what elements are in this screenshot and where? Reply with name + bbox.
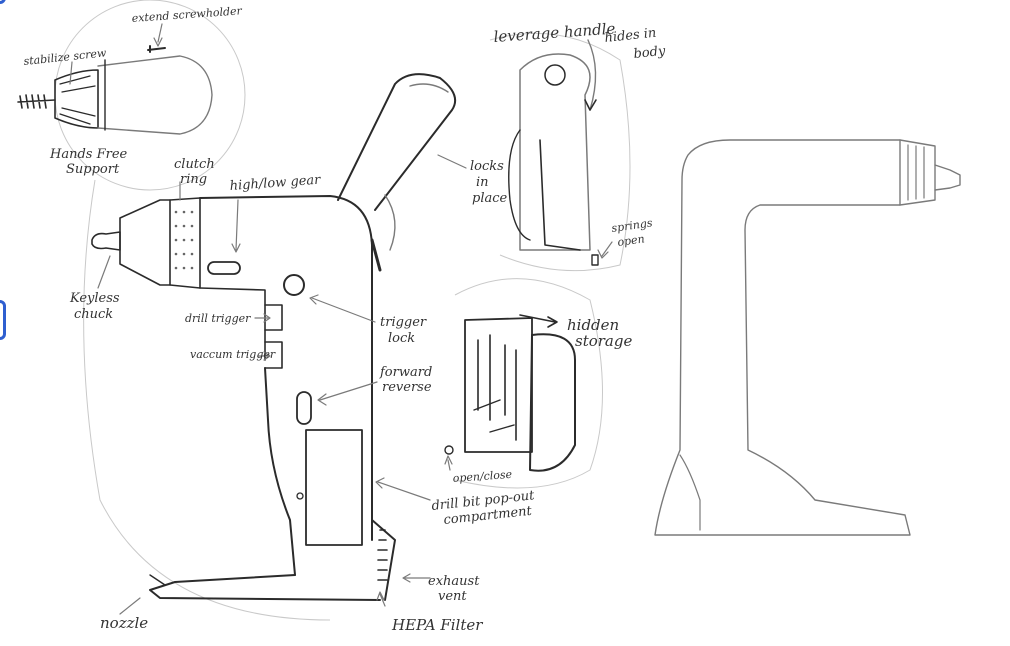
drill-outline-view <box>654 139 961 536</box>
label-open: open <box>617 232 646 249</box>
label-locks: locks <box>470 159 504 174</box>
annotation-labels: stabilize screw extend screwholder Hands… <box>23 4 667 634</box>
label-leverage-handle: leverage handle <box>493 20 616 46</box>
label-in: in <box>476 175 489 190</box>
label-storage: storage <box>575 332 632 350</box>
label-exhaust: exhaust <box>428 574 480 589</box>
label-hidden: hidden <box>567 316 619 334</box>
blue-corner-marker-left <box>0 300 6 340</box>
label-trigger-lock-2: lock <box>388 331 415 346</box>
label-nozzle: nozzle <box>100 614 148 632</box>
label-vent: vent <box>438 589 467 604</box>
label-reverse: reverse <box>382 380 432 395</box>
label-clutch-2: ring <box>180 172 207 187</box>
hidden-storage-detail <box>444 314 576 472</box>
label-vacuum-trigger: vaccum trigger <box>190 348 276 361</box>
label-drill-trigger: drill trigger <box>185 312 251 325</box>
label-extend-screwholder: extend screwholder <box>131 4 243 25</box>
clutch-ring-texture <box>174 210 194 270</box>
handle-detail <box>508 39 599 266</box>
label-hands-free-2: Support <box>66 162 120 177</box>
hands-free-support-detail <box>17 45 213 135</box>
label-place: place <box>472 191 508 206</box>
label-stabilize-screw: stabilize screw <box>23 46 107 68</box>
label-trigger-lock-1: trigger <box>380 315 427 330</box>
background-vignettes <box>54 0 631 621</box>
label-hands-free-1: Hands Free <box>49 147 128 162</box>
label-high-low-gear: high/low gear <box>229 173 321 194</box>
label-hides-1: hides in <box>604 26 657 46</box>
label-hides-2: body <box>633 44 667 62</box>
label-keyless-2: chuck <box>74 307 113 322</box>
label-springs: springs <box>611 216 654 235</box>
label-open-close: open/close <box>452 468 513 485</box>
label-clutch-1: clutch <box>174 157 215 172</box>
label-hepa: HEPA Filter <box>391 616 483 634</box>
label-forward: forward <box>379 365 432 380</box>
drill-side-view <box>91 73 456 601</box>
label-keyless-1: Keyless <box>69 291 120 306</box>
leader-arrows <box>69 23 613 615</box>
